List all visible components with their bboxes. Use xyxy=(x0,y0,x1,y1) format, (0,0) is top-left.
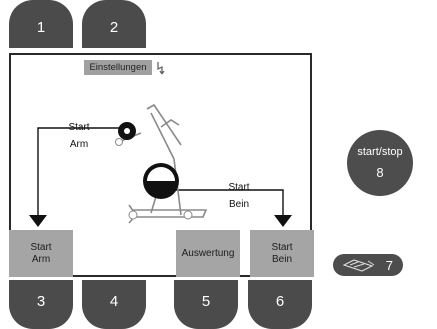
leg-arrow-line xyxy=(171,189,284,215)
leg-label-line1: Start xyxy=(228,182,250,193)
tab-6[interactable]: 6 xyxy=(248,280,312,329)
tab-5[interactable]: 5 xyxy=(174,280,238,329)
remote-number: 7 xyxy=(385,257,393,273)
start-bein-button[interactable]: Start Bein xyxy=(250,230,314,277)
remote-button[interactable]: 7 xyxy=(333,254,403,276)
tab-5-number: 5 xyxy=(201,293,211,310)
start-stop-label: start/stop xyxy=(357,146,403,158)
arm-label-line2: Arm xyxy=(69,139,89,150)
auswertung-label: Auswertung xyxy=(181,247,235,259)
tab-3[interactable]: 3 xyxy=(9,280,73,329)
start-arm-line1: Start xyxy=(30,241,52,253)
tab-4[interactable]: 4 xyxy=(82,280,146,329)
tab-6-number: 6 xyxy=(275,293,285,310)
display-screen: Einstellungen Start Arm Start Bein xyxy=(9,53,314,277)
tab-2-number: 2 xyxy=(109,18,119,36)
lightning-icon xyxy=(157,62,165,75)
start-arm-line2: Arm xyxy=(31,253,51,265)
tab-3-number: 3 xyxy=(36,293,46,310)
start-arm-button[interactable]: Start Arm xyxy=(9,230,73,277)
start-bein-line2: Bein xyxy=(271,253,292,265)
auswertung-button[interactable]: Auswertung xyxy=(176,230,240,277)
trainer-illustration xyxy=(29,103,292,227)
start-stop-number: 8 xyxy=(376,165,384,180)
arm-arrow-line xyxy=(37,127,121,215)
start-bein-line1: Start xyxy=(271,241,293,253)
leg-label-line2: Bein xyxy=(228,199,249,210)
tab-1-number: 1 xyxy=(36,18,46,36)
settings-label[interactable]: Einstellungen xyxy=(84,60,152,75)
remote-control-icon xyxy=(342,259,375,272)
tab-2[interactable]: 2 xyxy=(82,0,146,48)
leg-arrow-head xyxy=(274,215,292,227)
start-stop-button[interactable]: start/stop 8 xyxy=(347,130,413,196)
tab-1[interactable]: 1 xyxy=(9,0,73,48)
leg-start-label: Start Bein xyxy=(222,179,256,213)
tab-4-number: 4 xyxy=(109,293,119,310)
arm-arrow-head xyxy=(29,215,47,227)
